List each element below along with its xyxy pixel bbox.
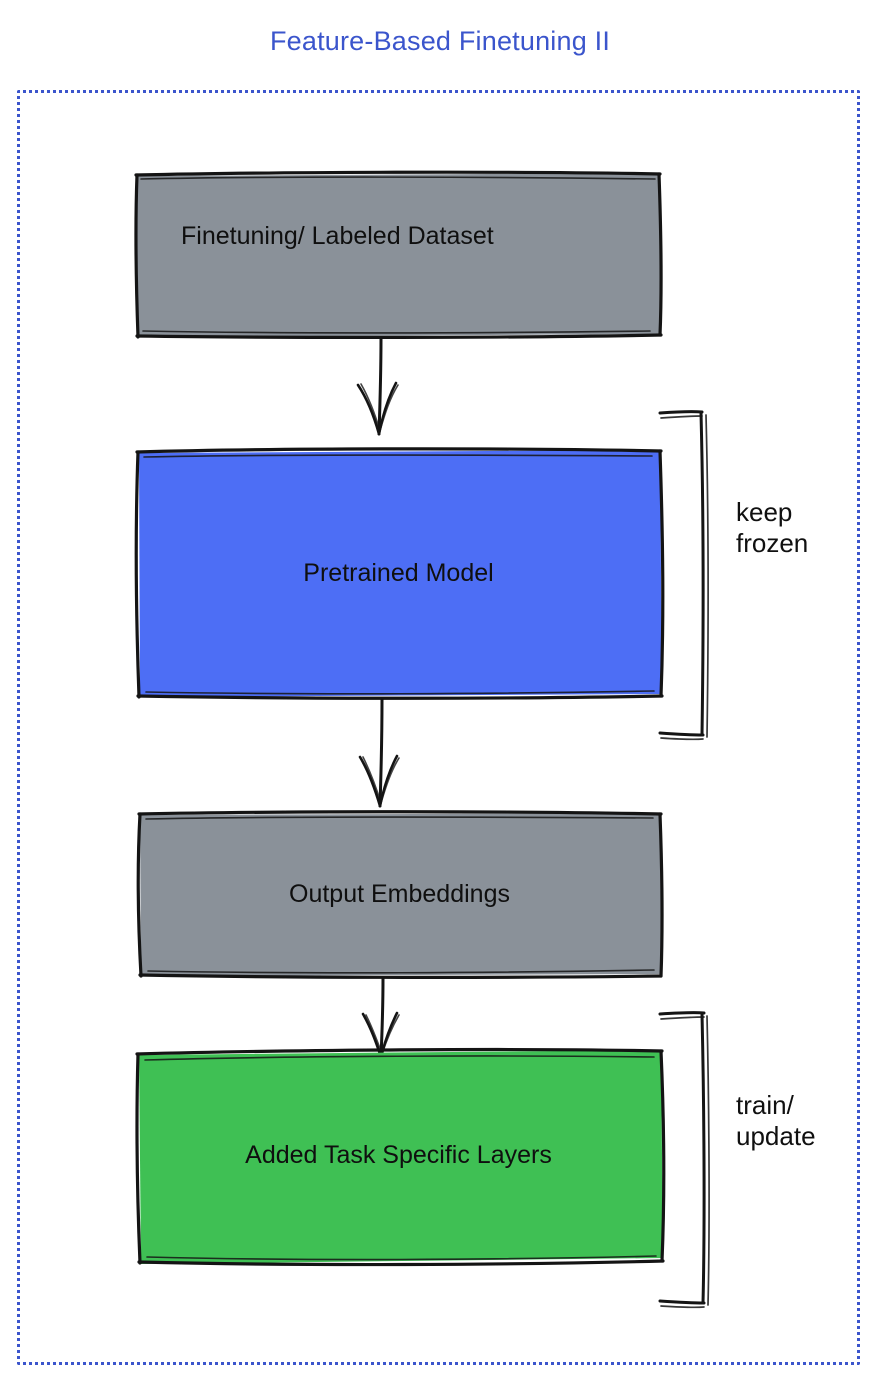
node-tasklayers-label: Added Task Specific Layers [245, 1141, 552, 1169]
node-pretrained[interactable]: Pretrained Model [136, 449, 661, 697]
node-tasklayers[interactable]: Added Task Specific Layers [135, 1051, 662, 1263]
node-embeddings[interactable]: Output Embeddings [138, 812, 661, 976]
page-title: Feature-Based Finetuning II [269, 26, 611, 56]
node-pretrained-label: Pretrained Model [303, 559, 494, 587]
node-embeddings-label: Output Embeddings [289, 880, 510, 908]
node-dataset[interactable]: Finetuning/ Labeled Dataset [135, 172, 661, 336]
annotation-keep-frozen: keep frozen [736, 497, 809, 558]
node-dataset-label: Finetuning/ Labeled Dataset [181, 222, 494, 250]
dotted-frame [17, 90, 860, 1365]
annotation-train-update: train/ update [736, 1090, 816, 1151]
